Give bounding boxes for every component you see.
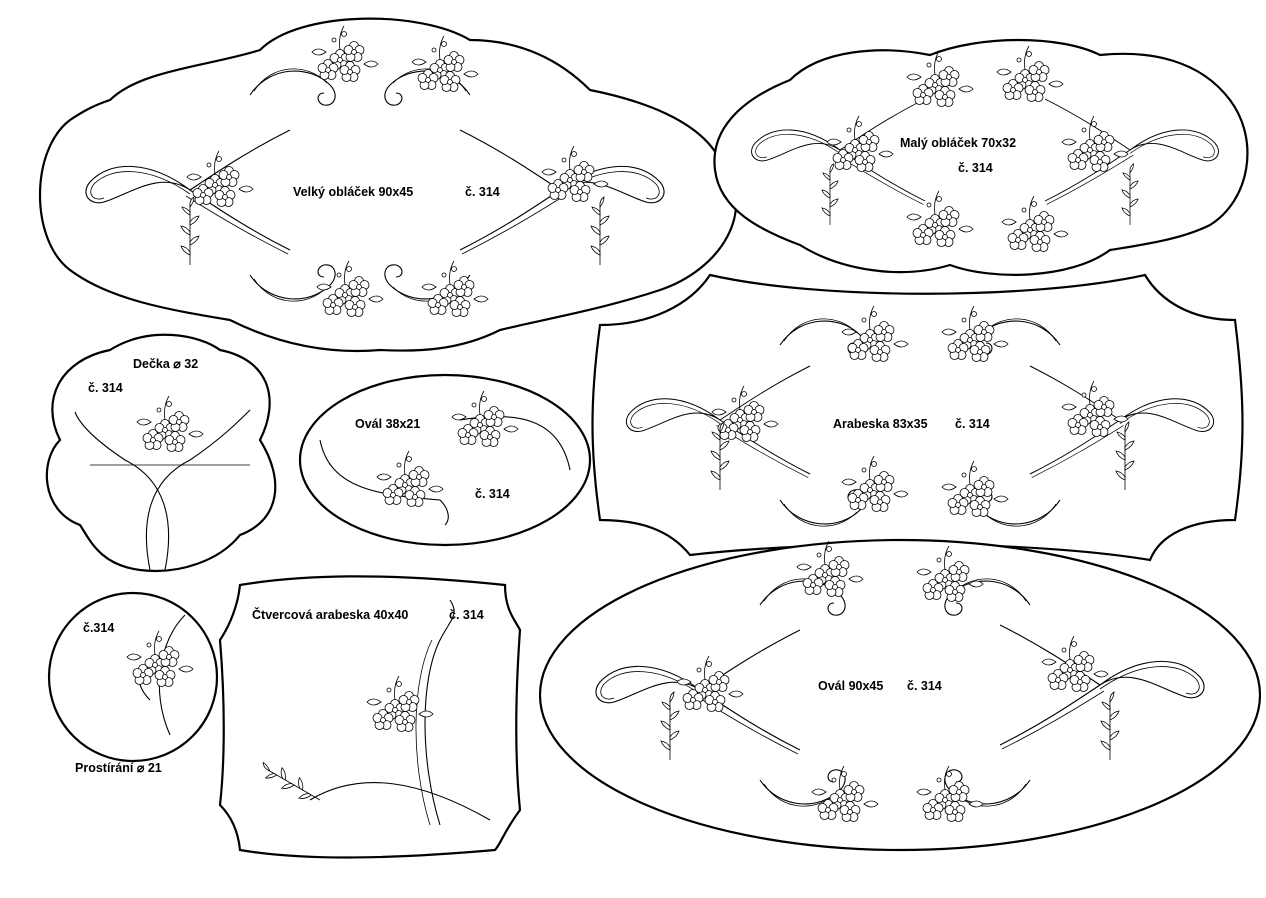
piece-oval-large: Ovál 90x45 č. 314	[538, 538, 1262, 852]
number-prostirani: č.314	[83, 621, 114, 635]
number-maly-oblacek: č. 314	[958, 161, 993, 175]
label-decka: Dečka ⌀ 32	[133, 357, 198, 371]
piece-oval-small: Ovál 38x21 č. 314	[298, 373, 592, 547]
label-maly-oblacek: Malý obláček 70x32	[900, 136, 1016, 150]
number-oval-large: č. 314	[907, 679, 942, 693]
piece-maly-oblacek: Malý obláček 70x32 č. 314	[713, 38, 1249, 276]
label-arabeska: Arabeska 83x35	[833, 417, 928, 431]
number-decka: č. 314	[88, 381, 123, 395]
piece-velky-oblacek: Velký obláček 90x45 č. 314	[38, 17, 738, 353]
label-ctvercova: Čtvercová arabeska 40x40	[252, 607, 408, 622]
piece-arabeska: Arabeska 83x35 č. 314	[591, 273, 1244, 562]
label-oval-large: Ovál 90x45	[818, 679, 883, 693]
number-oval-small: č. 314	[475, 487, 510, 501]
label-oval-small: Ovál 38x21	[355, 417, 420, 431]
number-arabeska: č. 314	[955, 417, 990, 431]
piece-ctvercova-arabeska: Čtvercová arabeska 40x40 č. 314	[218, 575, 522, 859]
label-prostirani: Prostírání ⌀ 21	[75, 761, 162, 775]
piece-decka: Dečka ⌀ 32 č. 314	[45, 333, 277, 572]
number-ctvercova: č. 314	[449, 608, 484, 622]
piece-prostirani: č.314 Prostírání ⌀ 21	[47, 591, 219, 775]
number-velky-oblacek: č. 314	[465, 185, 500, 199]
label-velky-oblacek: Velký obláček 90x45	[293, 185, 413, 199]
